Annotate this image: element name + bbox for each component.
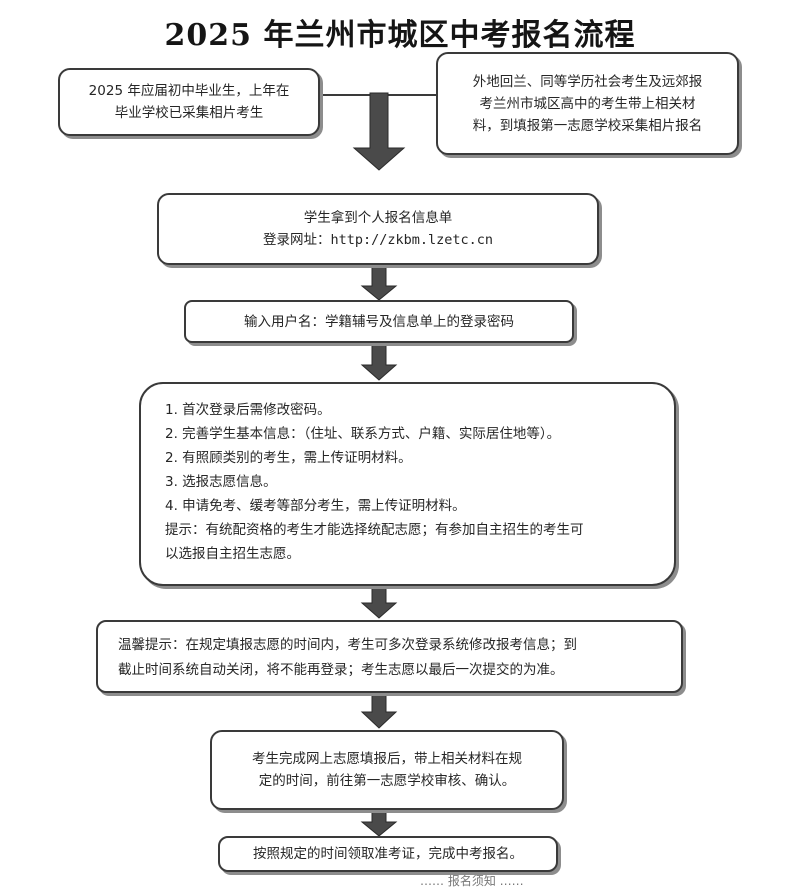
step-hint-1: 提示：有统配资格的考生才能选择统配志愿；有参加自主招生的考生可 [165,522,584,538]
info-line-1: 学生拿到个人报名信息单 [303,210,453,226]
final-text: 按照规定的时间领取准考证，完成中考报名。 [253,846,523,862]
local-line-2: 毕业学校已采集相片考生 [114,105,264,121]
other-line-3: 料，到填报第一志愿学校采集相片报名 [472,117,703,134]
arrow-2 [360,264,398,301]
box-local-students: 2025 年应届初中毕业生，上年在 毕业学校已采集相片考生 [58,68,320,136]
other-line-2: 考兰州市城区高中的考生带上相关材 [479,95,696,112]
login-url: http://zkbm.lzetc.cn [330,232,494,248]
box-other-students: 外地回兰、同等学历社会考生及远郊报 考兰州市城区高中的考生带上相关材 料，到填报… [436,52,739,155]
box-final-step: 按照规定的时间领取准考证，完成中考报名。 [218,836,558,872]
box-info-sheet: 学生拿到个人报名信息单 登录网址：http://zkbm.lzetc.cn [157,193,599,265]
arrow-6 [360,809,398,837]
step-line-2: 2. 完善学生基本信息：（住址、联系方式、户籍、实际居住地等）。 [165,426,561,442]
login-label: 登录网址： [262,232,331,248]
local-line-1: 2025 年应届初中毕业生，上年在 [88,83,290,99]
arrow-3 [360,342,398,381]
tip-line-1: 温馨提示：在规定填报志愿的时间内，考生可多次登录系统修改报考信息；到 [118,637,577,653]
info-login-line: 登录网址：http://zkbm.lzetc.cn [263,229,493,251]
username-text: 输入用户名：学籍辅号及信息单上的登录密码 [244,313,514,330]
step-line-3: 2. 有照顾类别的考生，需上传证明材料。 [165,450,412,466]
box-steps: 1. 首次登录后需修改密码。 2. 完善学生基本信息：（住址、联系方式、户籍、实… [139,382,676,586]
arrow-1 [352,92,406,171]
tip-line-2: 截止时间系统自动关闭，将不能再登录；考生志愿以最后一次提交的为准。 [118,662,564,678]
box-school-review: 考生完成网上志愿填报后，带上相关材料在规 定的时间，前往第一志愿学校审核、确认。 [210,730,564,810]
box-warm-tip: 温馨提示：在规定填报志愿的时间内，考生可多次登录系统修改报考信息；到 截止时间系… [96,620,683,693]
box-username: 输入用户名：学籍辅号及信息单上的登录密码 [184,300,574,343]
arrow-5 [360,692,398,729]
arrow-4 [360,584,398,619]
step-hint-2: 以选报自主招生志愿。 [165,546,300,562]
footer-fragment: …… 报名须知 …… [420,874,524,888]
step-line-5: 4. 申请免考、缓考等部分考生，需上传证明材料。 [165,498,466,514]
step-line-4: 3. 选报志愿信息。 [165,474,277,490]
page-title: 2025 年兰州市城区中考报名流程 [164,18,636,53]
review-line-2: 定的时间，前往第一志愿学校审核、确认。 [258,773,516,789]
other-line-1: 外地回兰、同等学历社会考生及远郊报 [472,73,703,90]
review-line-1: 考生完成网上志愿填报后，带上相关材料在规 [252,751,522,767]
step-line-1: 1. 首次登录后需修改密码。 [165,402,331,418]
